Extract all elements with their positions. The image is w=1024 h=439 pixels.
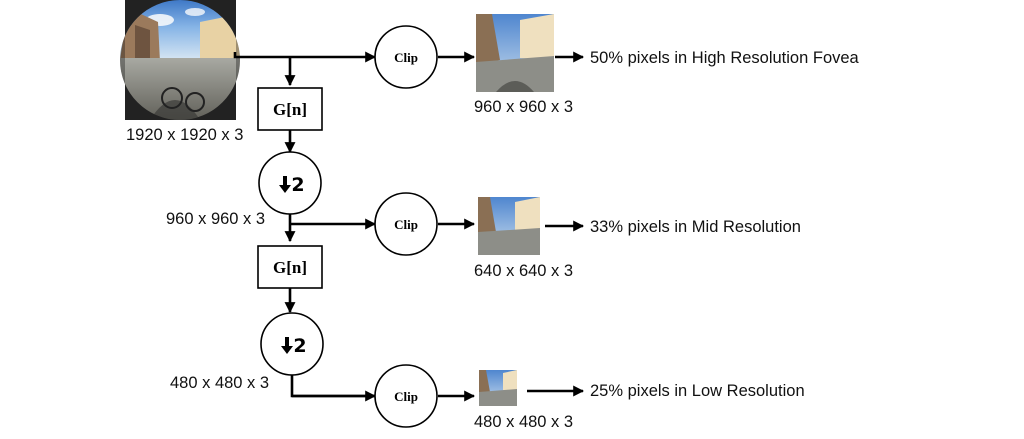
gaussian-filter-box-1: G[n]	[257, 87, 323, 131]
clip-label: Clip	[394, 217, 418, 232]
gaussian-filter-label: G[n]	[273, 100, 307, 119]
clip-node-1: Clip	[374, 25, 438, 89]
input-size-label-2: 960 x 960 x 3	[166, 210, 265, 228]
input-size-label-3: 480 x 480 x 3	[170, 374, 269, 392]
level-1-connectors	[233, 51, 585, 154]
clip-label: Clip	[394, 389, 418, 404]
output-size-label-1: 960 x 960 x 3	[474, 98, 573, 116]
downsample-factor-label: 2	[291, 174, 304, 196]
level-3-connectors	[290, 375, 585, 402]
level-2-connectors	[284, 214, 585, 314]
source-fisheye-image	[120, 0, 241, 120]
source-size-label: 1920 x 1920 x 3	[126, 126, 243, 144]
level-description-3: 25% pixels in Low Resolution	[590, 382, 805, 400]
downsample-node-1: 2	[258, 151, 322, 215]
level-description-2: 33% pixels in Mid Resolution	[590, 218, 801, 236]
output-size-label-3: 480 x 480 x 3	[474, 413, 573, 431]
downsample-factor-label: 2	[293, 335, 306, 357]
output-image-high-res	[476, 14, 554, 92]
output-image-low-res	[479, 370, 517, 406]
down-arrow-icon	[279, 176, 291, 193]
clip-label: Clip	[394, 50, 418, 65]
level-description-1: 50% pixels in High Resolution Fovea	[590, 49, 860, 67]
gaussian-filter-label: G[n]	[273, 258, 307, 277]
downsample-node-2: 2	[260, 312, 324, 376]
clip-node-3: Clip	[374, 364, 438, 428]
output-image-mid-res	[478, 197, 540, 255]
output-size-label-2: 640 x 640 x 3	[474, 262, 573, 280]
down-arrow-icon	[281, 337, 293, 354]
gaussian-filter-box-2: G[n]	[257, 245, 323, 289]
clip-node-2: Clip	[374, 192, 438, 256]
